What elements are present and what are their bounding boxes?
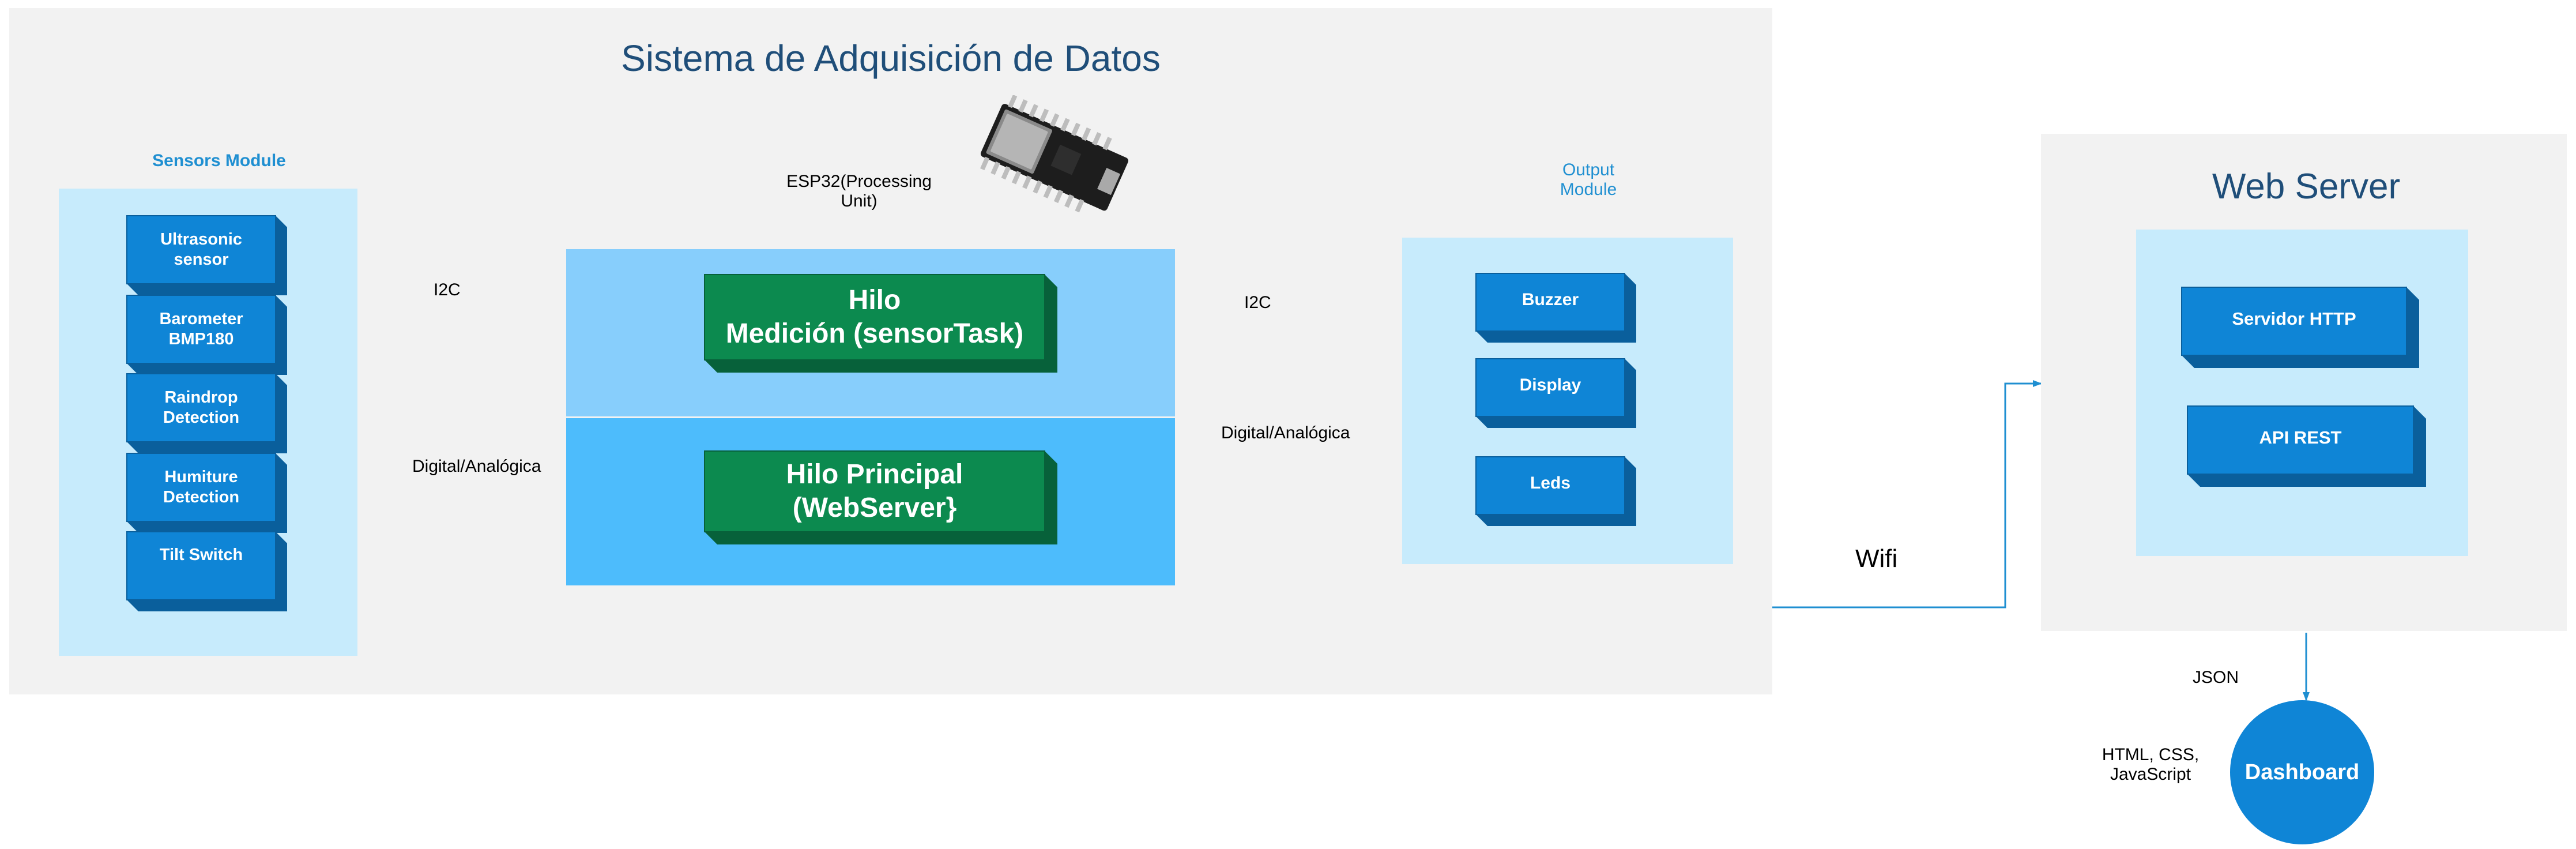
http-server-box: Servidor HTTP bbox=[2181, 287, 2419, 368]
thread-measurement-label: Hilo Medición (sensorTask) bbox=[725, 285, 1024, 349]
sensor-humiture: Humiture Detection bbox=[126, 453, 287, 533]
thread-main-box: Hilo Principal (WebServer} bbox=[704, 450, 1057, 544]
sensors-module-label: Sensors Module bbox=[152, 151, 286, 170]
sensor-barometer: Barometer BMP180 bbox=[126, 295, 287, 375]
i2c-out-label: I2C bbox=[1244, 293, 1271, 312]
web-server-components-box bbox=[2136, 230, 2468, 556]
sensor-barometer-label: Barometer BMP180 bbox=[159, 310, 243, 348]
api-rest-box: API REST bbox=[2187, 405, 2426, 487]
output-display: Display bbox=[1475, 358, 1636, 428]
sensor-tilt-switch-label: Tilt Switch bbox=[159, 545, 243, 564]
tech-stack-label: HTML, CSS, JavaScript bbox=[2102, 745, 2200, 784]
dashboard-node: Dashboard bbox=[2230, 700, 2374, 844]
sensor-humiture-label: Humiture Detection bbox=[163, 468, 240, 506]
sensor-ultrasonic: Ultrasonic sensor bbox=[126, 215, 287, 295]
sensor-ultrasonic-label: Ultrasonic sensor bbox=[160, 230, 242, 269]
analog-out-label: Digital/Analógica bbox=[1221, 423, 1350, 442]
web-server-title: Web Server bbox=[2212, 167, 2401, 206]
dashboard-label: Dashboard bbox=[2244, 760, 2360, 784]
analog-in-label: Digital/Analógica bbox=[412, 457, 541, 476]
thread-measurement-box: Hilo Medición (sensorTask) bbox=[704, 274, 1057, 373]
output-module-label: Output Module bbox=[1560, 160, 1617, 199]
sensor-raindrop: Raindrop Detection bbox=[126, 373, 287, 453]
thread-main-label: Hilo Principal (WebServer} bbox=[786, 459, 963, 523]
system-title: Sistema de Adquisición de Datos bbox=[621, 37, 1161, 79]
sensor-tilt-switch: Tilt Switch bbox=[126, 531, 287, 611]
wifi-label: Wifi bbox=[1855, 544, 1898, 573]
esp32-board-icon bbox=[980, 95, 1129, 213]
http-server-label: Servidor HTTP bbox=[2232, 309, 2356, 329]
output-buzzer-label: Buzzer bbox=[1522, 290, 1579, 309]
sensor-raindrop-label: Raindrop Detection bbox=[163, 388, 240, 427]
output-leds: Leds bbox=[1475, 456, 1636, 526]
output-display-label: Display bbox=[1519, 375, 1581, 395]
output-leds-label: Leds bbox=[1530, 474, 1571, 493]
json-label: JSON bbox=[2193, 668, 2239, 687]
output-buzzer: Buzzer bbox=[1475, 273, 1636, 343]
api-rest-label: API REST bbox=[2259, 427, 2342, 448]
i2c-in-label: I2C bbox=[434, 280, 461, 299]
esp32-label: ESP32(Processing Unit) bbox=[786, 172, 932, 211]
